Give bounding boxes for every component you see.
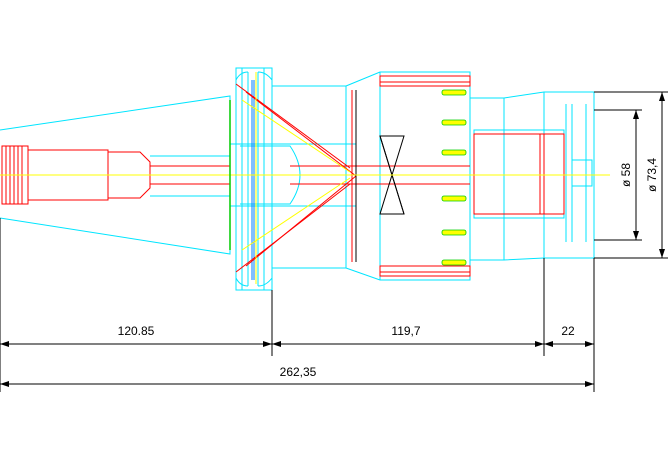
flange-detail <box>251 80 255 280</box>
dim-text-total: 262,35 <box>280 365 317 379</box>
dim-text-d58: ø 58 <box>619 163 633 187</box>
centerlines <box>0 72 610 284</box>
body-neck <box>272 85 347 269</box>
slot-markers <box>441 89 467 266</box>
dimension-arrows <box>0 92 665 387</box>
dim-text-right: 22 <box>561 324 575 338</box>
flange <box>235 67 273 291</box>
clamp-nut <box>469 97 505 261</box>
red-details <box>1 75 565 277</box>
dimension-lines <box>0 91 668 392</box>
dim-text-left: 120.85 <box>118 324 155 338</box>
tool-holder-outline <box>0 67 595 291</box>
dim-text-middle: 119,7 <box>391 324 420 338</box>
dim-text-d734: ø 73,4 <box>645 158 659 192</box>
